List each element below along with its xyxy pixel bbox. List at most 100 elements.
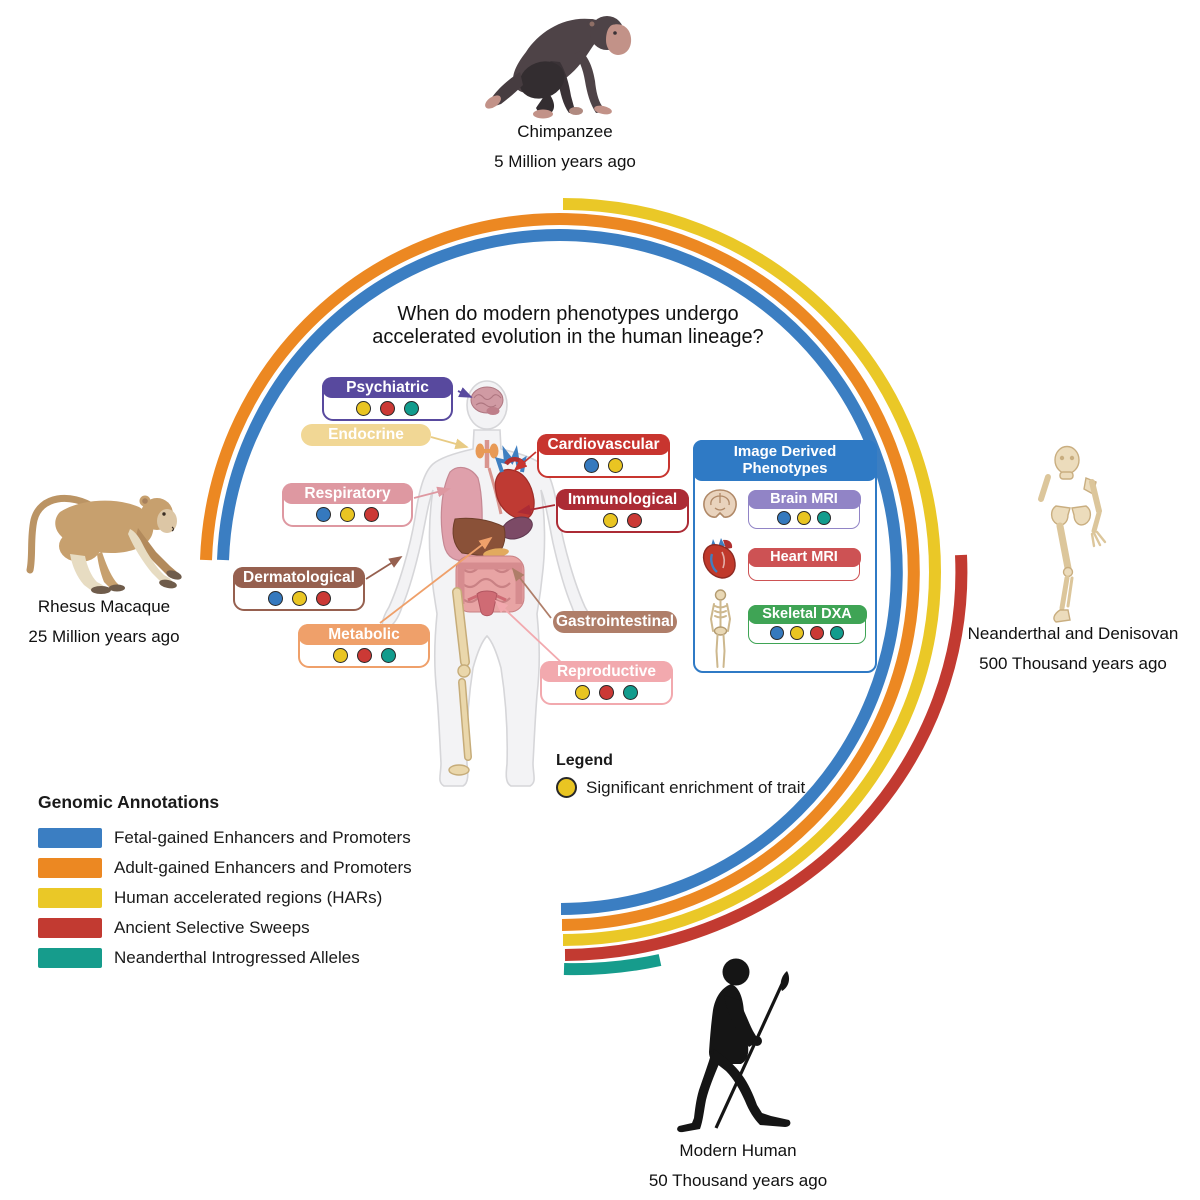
annotation-item-hars: Human accelerated regions (HARs) xyxy=(38,888,412,908)
blue-dot xyxy=(770,625,784,640)
annotation-item-fetal-enhancers: Fetal-gained Enhancers and Promoters xyxy=(38,828,412,848)
arrow-reproductive xyxy=(494,599,564,665)
question-line-1: When do modern phenotypes undergo xyxy=(397,303,739,325)
teal-dot xyxy=(817,510,831,525)
species-time: 500 Thousand years ago xyxy=(979,654,1167,673)
enrichment-dots xyxy=(539,455,668,476)
arc-adult-gained-enhancers xyxy=(200,213,920,931)
image-derived-phenotypes-panel: Image Derived Phenotypes xyxy=(693,440,877,673)
chimpanzee-illustration xyxy=(485,16,632,119)
phenotype-box-cardiovascular: Cardiovascular xyxy=(537,434,670,478)
neanderthal-skeleton-illustration xyxy=(1038,445,1107,623)
rhesus-macaque-illustration xyxy=(26,494,182,594)
species-name: Chimpanzee xyxy=(517,122,613,141)
species-name: Neanderthal and Denisovan xyxy=(967,624,1179,643)
yellow-dot xyxy=(332,648,348,663)
legend-item-label: Significant enrichment of trait xyxy=(586,777,806,797)
annotation-label: Fetal-gained Enhancers and Promoters xyxy=(114,828,411,847)
color-swatch xyxy=(38,948,102,968)
phenotype-header: Reproductive xyxy=(540,661,673,682)
phenotype-header: Respiratory xyxy=(282,483,413,504)
color-swatch xyxy=(38,888,102,908)
color-swatch xyxy=(38,828,102,848)
enrichment-dots xyxy=(558,510,687,531)
red-dot xyxy=(356,648,372,663)
legend-title: Legend xyxy=(556,752,613,769)
image-derived-phenotypes-header: Image Derived Phenotypes xyxy=(693,440,877,481)
yellow-dot xyxy=(603,513,618,528)
phenotype-pill-endocrine: Endocrine xyxy=(301,424,431,446)
yellow-dot xyxy=(575,685,590,700)
species-name: Modern Human xyxy=(679,1141,797,1160)
leg-bones xyxy=(448,587,472,776)
yellow-dot xyxy=(356,401,371,416)
blue-dot xyxy=(316,507,331,522)
color-swatch xyxy=(38,918,102,938)
annotation-item-adult-enhancers: Adult-gained Enhancers and Promoters xyxy=(38,858,412,878)
yellow-dot xyxy=(340,507,355,522)
arrow-endocrine xyxy=(430,436,469,450)
annotation-label: Adult-gained Enhancers and Promoters xyxy=(114,858,412,877)
yellow-dot xyxy=(291,591,307,606)
species-time: 50 Thousand years ago xyxy=(648,1171,828,1190)
enrichment-dots xyxy=(542,682,671,703)
yellow-dot xyxy=(790,625,804,640)
red-dot xyxy=(810,625,824,640)
phenotype-header: Cardiovascular xyxy=(537,434,670,455)
phenotype-header: Metabolic xyxy=(298,624,430,645)
red-dot xyxy=(315,591,331,606)
genomic-annotations-title: Genomic Annotations xyxy=(38,792,220,812)
species-label-modern-human: Modern Human 50 Thousand years ago xyxy=(638,1141,838,1191)
uterus-organ xyxy=(476,590,498,617)
species-label-rhesus-macaque: Rhesus Macaque 25 Million years ago xyxy=(4,597,204,647)
phenotype-box-respiratory: Respiratory xyxy=(282,483,413,527)
phenotype-header: Dermatological xyxy=(233,567,365,588)
brain-icon xyxy=(703,489,737,518)
red-dot xyxy=(627,513,642,528)
skeleton-icon xyxy=(709,589,732,668)
annotation-label: Human accelerated regions (HARs) xyxy=(114,888,383,907)
arc-fetal-gained-enhancers xyxy=(217,229,903,915)
arrow-respiratory xyxy=(413,486,451,499)
legend: Legend Significant enrichment of trait xyxy=(556,752,805,798)
idp-box-heart-mri: Heart MRI xyxy=(747,547,861,581)
annotation-label: Ancient Selective Sweeps xyxy=(114,918,310,937)
species-name: Rhesus Macaque xyxy=(37,597,171,616)
teal-dot xyxy=(380,648,396,663)
arrow-dermatological xyxy=(365,556,403,580)
phenotype-header: Immunological xyxy=(556,489,689,510)
arrow-gastrointestinal xyxy=(511,567,552,619)
arrow-cardiovascular xyxy=(513,451,537,472)
figure-question: When do modern phenotypes undergo accele… xyxy=(368,303,768,349)
enrichment-dots xyxy=(324,398,451,419)
legend-item: Significant enrichment of trait xyxy=(556,777,805,798)
arc-ancient-selective-sweeps xyxy=(564,554,968,961)
pancreas-organ xyxy=(483,548,509,558)
human-body-illustration xyxy=(381,380,593,787)
arrow-metabolic xyxy=(379,536,493,624)
species-time: 5 Million years ago xyxy=(494,152,636,171)
idp-header: Brain MRI xyxy=(747,489,861,509)
blue-dot xyxy=(777,510,791,525)
teal-dot xyxy=(830,625,844,640)
phenotype-box-psychiatric: Psychiatric xyxy=(322,377,453,421)
idp-header: Heart MRI xyxy=(747,547,861,567)
heart-icon xyxy=(702,538,736,579)
genomic-annotations-legend: Genomic Annotations Fetal-gained Enhance… xyxy=(38,792,412,978)
thyroid-organ xyxy=(475,443,485,459)
red-dot xyxy=(599,685,614,700)
species-label-chimpanzee: Chimpanzee 5 Million years ago xyxy=(465,122,665,172)
arc-neanderthal-introgressed xyxy=(563,954,662,976)
idp-header: Skeletal DXA xyxy=(747,604,867,624)
red-dot xyxy=(364,507,379,522)
blue-dot xyxy=(584,458,599,473)
species-label-neanderthal-denisovan: Neanderthal and Denisovan 500 Thousand y… xyxy=(943,624,1200,674)
annotation-item-introgressed-alleles: Neanderthal Introgressed Alleles xyxy=(38,948,412,968)
significant-enrichment-dot xyxy=(556,777,577,798)
teal-dot xyxy=(404,401,419,416)
phenotype-box-reproductive: Reproductive xyxy=(540,661,673,705)
arc-human-accelerated-regions xyxy=(562,198,941,946)
red-dot xyxy=(380,401,395,416)
